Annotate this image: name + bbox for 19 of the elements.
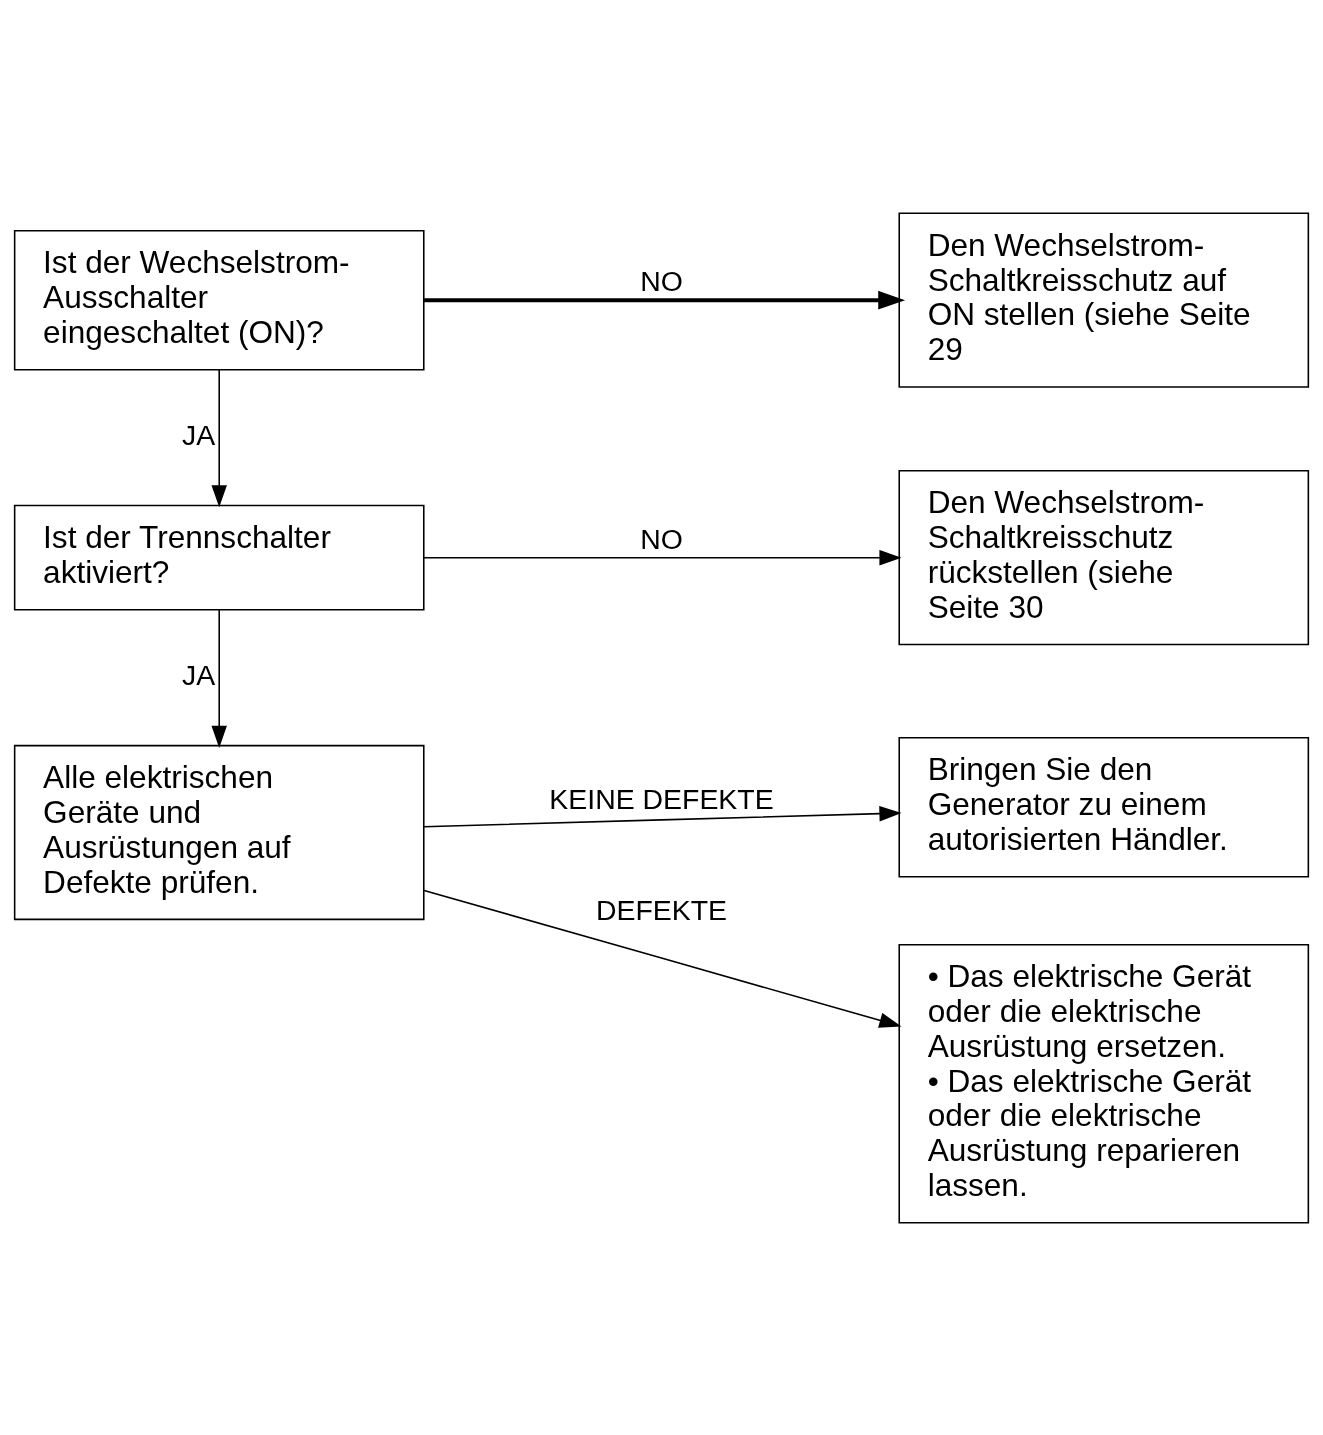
arrow bbox=[211, 368, 227, 507]
node-box: Den Wechselstrom-Schaltkreisschutz rückstellen (siehe Seite 30 bbox=[898, 469, 1310, 645]
arrow bbox=[424, 290, 906, 310]
edge-label: NO bbox=[640, 522, 683, 555]
node-box: • Das elektrische Gerät oder die elektrische Ausrüstung ersetzen. • Das elektrische Gerät oder die elektrische Ausrüstung reparieren lassen. bbox=[898, 943, 1310, 1223]
arrow bbox=[211, 608, 227, 748]
edge-label: JA bbox=[182, 658, 216, 691]
node-box: Bringen Sie den Generator zu einem autorisierten Händler. bbox=[898, 736, 1310, 878]
node-box: Alle elektrischen Geräte und Ausrüstungen auf Defekte prüfen. bbox=[13, 744, 425, 920]
node-box: Den Wechselstrom-Schaltkreisschutz auf ON stellen (siehe Seite 29 bbox=[898, 212, 1310, 388]
edge-label: DEFEKTE bbox=[595, 893, 728, 926]
arrow bbox=[423, 805, 902, 827]
arrow bbox=[423, 549, 902, 565]
arrow bbox=[423, 889, 902, 1028]
node-box: Ist der Trennschalter aktiviert? bbox=[13, 504, 425, 611]
node-box: Ist der Wechselstrom-Ausschalter eingeschaltet (ON)? bbox=[13, 229, 425, 370]
edge-label: KEINE DEFEKTE bbox=[549, 782, 774, 815]
edge-label: NO bbox=[640, 264, 683, 297]
edge-label: JA bbox=[182, 418, 216, 451]
